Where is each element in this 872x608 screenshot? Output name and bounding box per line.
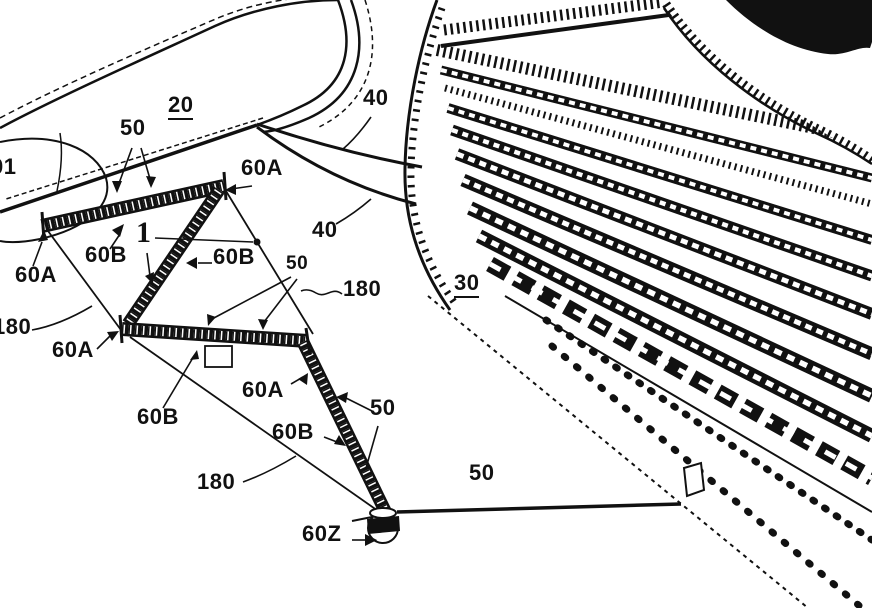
ref-label-1-6: 1 <box>136 218 152 248</box>
ref-label-30-11: 30 <box>454 272 479 298</box>
ref-label-60B-15: 60B <box>137 406 179 428</box>
ref-label-20-0: 20 <box>168 94 193 120</box>
ref-label-60A-14: 60A <box>52 339 94 361</box>
ref-label-60A-12: 60A <box>15 264 57 286</box>
ref-label-60Z-21: 60Z <box>302 523 341 545</box>
ref-label-40-2: 40 <box>363 87 388 109</box>
ref-label-60A-3: 60A <box>241 157 283 179</box>
ref-label-60B-5: 60B <box>85 244 127 266</box>
ref-label-60B-17: 60B <box>272 421 314 443</box>
ref-label-50-1: 50 <box>120 117 145 139</box>
ref-label-180-13: 180 <box>0 316 31 338</box>
ref-label-01-4: 01 <box>0 156 16 178</box>
ref-label-40-8: 40 <box>312 219 337 241</box>
ref-label-50-20: 50 <box>469 462 494 484</box>
ref-label-50-9: 50 <box>286 254 308 273</box>
ref-label-180-19: 180 <box>197 471 235 493</box>
ref-label-60B-7: 60B <box>213 246 255 268</box>
ref-label-50-18: 50 <box>370 397 395 419</box>
ref-label-180-10: 180 <box>343 278 381 300</box>
ref-label-60A-16: 60A <box>242 379 284 401</box>
